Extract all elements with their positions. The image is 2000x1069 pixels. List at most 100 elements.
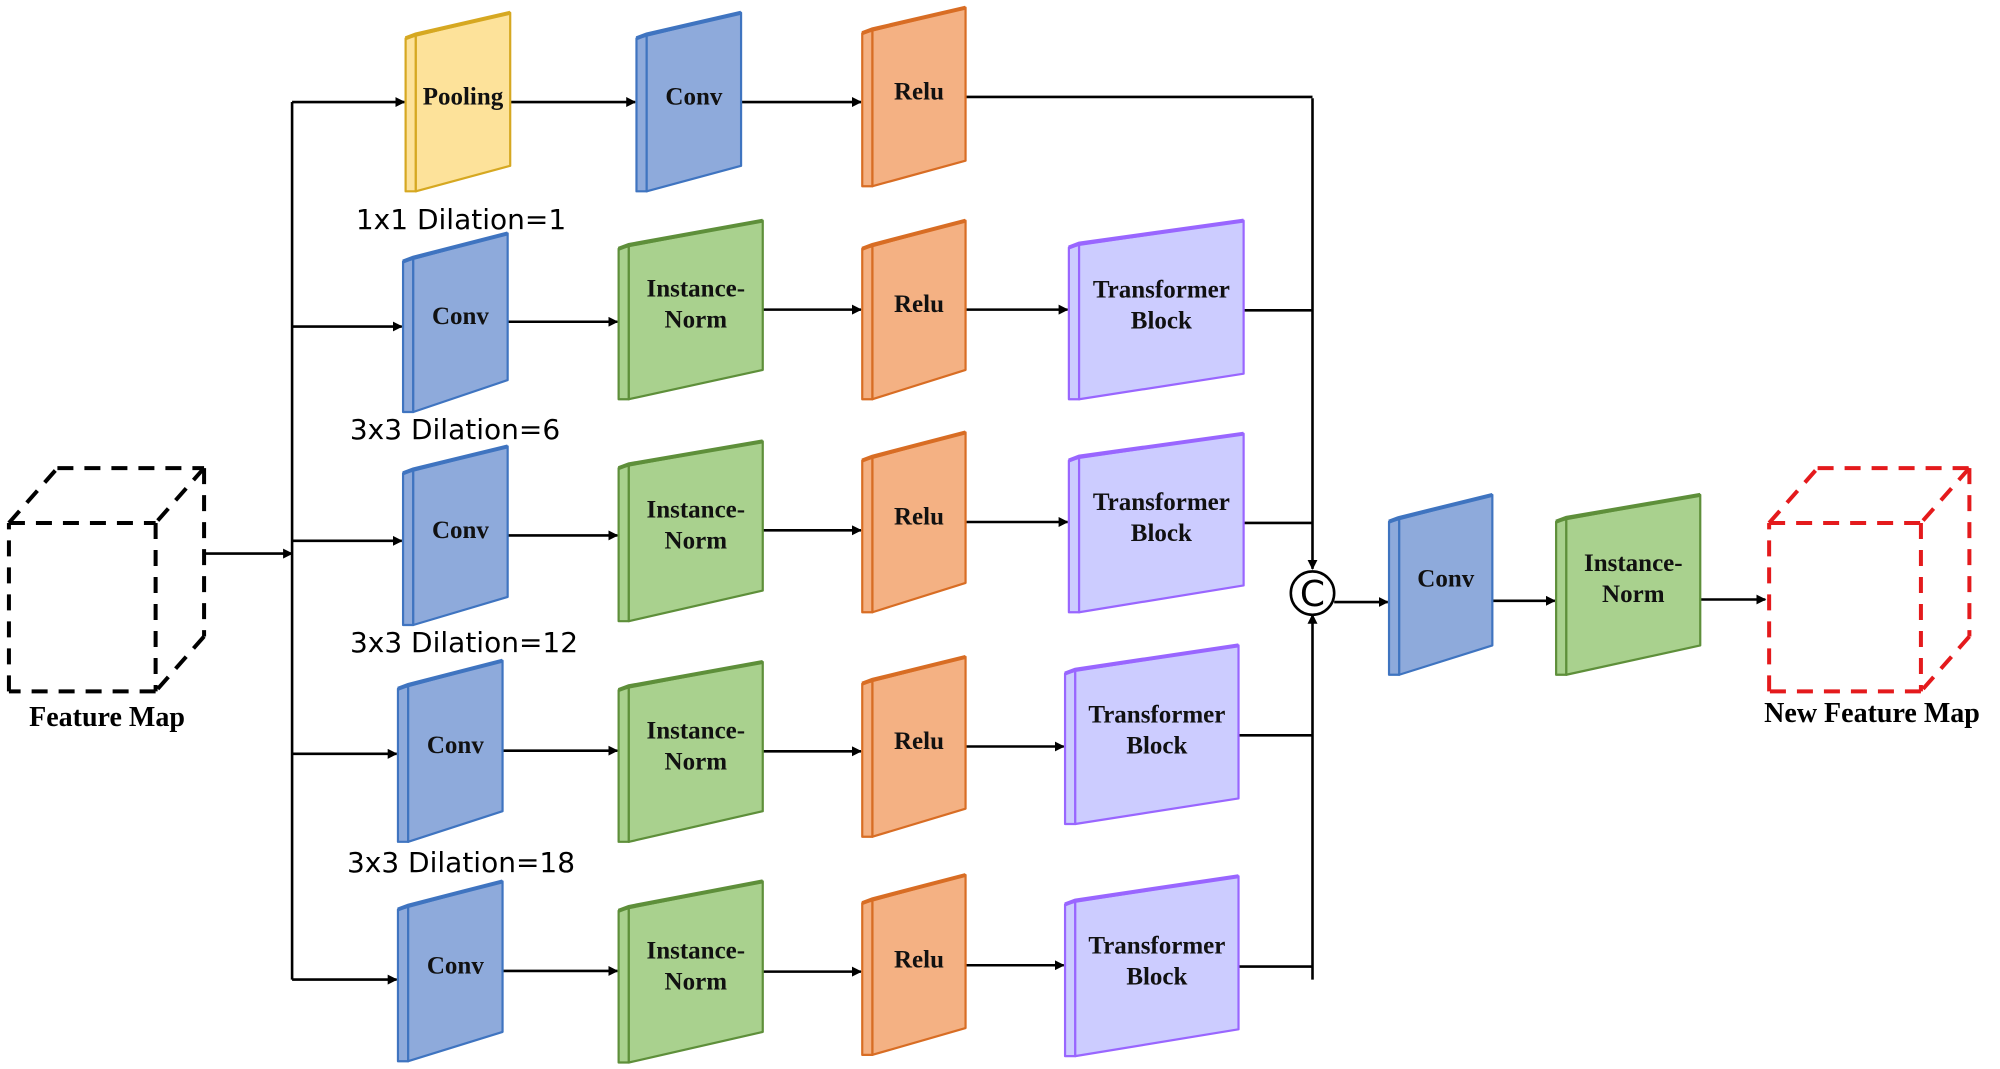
concat-node: C [1289,570,1336,617]
branch-4-relu-block-top-edge [861,654,967,686]
branch-1-conv-block-label: Conv [665,84,722,111]
branch-1-pooling-block-top-edge [404,10,511,41]
branch-3-transformer-block-side [1067,456,1081,614]
branch-2-relu-block: Relu [861,218,967,401]
branch-4-transformer-block-side [1063,669,1077,826]
branch-5-relu-block-label: Relu [894,947,944,974]
branch-5-norm-block-side [617,907,630,1064]
post-norm-block-top-edge [1555,492,1701,524]
branch-4-conv-block-label: Conv [427,732,484,759]
branch-2-conv-block-top-edge [402,231,509,264]
branch-4-transformer-block-label-line1: Transformer [1088,701,1225,728]
branch-2-norm-block-label-line1: Instance- [646,276,745,303]
branch-2-conv-block: Conv [401,231,509,414]
branch-4-conv-block: Conv [396,658,504,843]
branch-1-relu-block-side [861,29,874,188]
branch-3-relu-block: Relu [861,430,967,614]
branch-5-transformer-block-label-line1: Transformer [1088,933,1225,960]
branch-4-relu-block: Relu [861,654,967,838]
branch-3-conv-block: Conv [401,444,509,627]
post-norm-block-label-line1: Instance- [1584,550,1683,577]
branch-3-relu-block-side [861,456,874,614]
branch-5-conv-block: Conv [396,879,504,1063]
branch-1-pooling-block-side [404,34,417,193]
branch-4-norm-block-label-line2: Norm [665,748,728,775]
branch-5-transformer-block-top-edge [1064,874,1239,907]
branch-2-transformer-block-top-edge [1068,218,1244,250]
branch-4-transformer-block-label-line2: Block [1126,732,1187,759]
branch-3-norm-block-label-line1: Instance- [646,496,745,523]
input-feature-map-cube [6,466,207,694]
branch-4-norm-block-top-edge [617,660,764,692]
branch-1-pooling-block-label: Pooling [423,84,504,111]
branch-4-norm-block: Instance- Norm [617,660,764,843]
output-feature-map-label: New Feature Map [1764,698,1980,729]
concat-circle [1289,570,1336,617]
branch-4-conv-block-side [396,685,410,843]
post-conv-block-top-edge [1388,492,1493,524]
branch-1-pooling-block: Pooling [404,10,512,193]
branch-2-relu-block-label: Relu [894,291,944,318]
branch-5-norm-block-top-edge [617,879,764,913]
input-feature-map-cube-edge [154,466,206,525]
branch-3-transformer-block-top-edge [1068,431,1244,463]
branch-1-relu-block-top-edge [861,5,967,36]
branch-5-conv-block-side [396,905,410,1063]
branch-3-relu-block-top-edge [861,430,967,463]
branch-3-norm-block-side [617,464,630,623]
input-feature-map-label: Feature Map [29,702,185,733]
branch-5-norm-block-label-line2: Norm [665,969,728,996]
branch-2-transformer-block-side [1067,243,1081,401]
dilation-label-3: 3x3 Dilation=12 [350,626,578,659]
dilation-label-2: 3x3 Dilation=6 [350,413,560,446]
branch-1-conv-block-side [635,34,648,193]
branch-3-transformer-block-label-line1: Transformer [1093,489,1230,516]
branch-4-norm-block-side [617,686,630,843]
output-feature-map-cube [1767,466,1972,694]
post-conv-block-label: Conv [1417,566,1474,593]
branch-2-norm-block-top-edge [617,218,764,251]
branch-5-transformer-block-side [1063,900,1077,1058]
branch-4-relu-block-side [861,680,874,838]
branch-1-conv-block: Conv [635,10,743,193]
branch-3-relu-block-label: Relu [894,504,944,531]
branch-5-conv-block-label: Conv [427,952,484,979]
branch-5-relu-block: Relu [861,873,967,1056]
post-norm-block-side [1555,518,1568,676]
branch-3-conv-block-side [401,469,415,627]
branch-3-norm-block-label-line2: Norm [665,527,728,554]
branch-5-relu-block-top-edge [861,873,967,905]
branch-5-transformer-block-label-line2: Block [1126,964,1187,991]
branch-1-conv-block-top-edge [635,10,742,41]
connection-lines [205,95,1767,985]
branch-5-norm-block-label-line1: Instance- [646,938,745,965]
branch-1-relu-block-label: Relu [894,78,944,105]
branch-3-conv-block-label: Conv [432,517,489,544]
input-feature-map-cube-edge [7,466,59,525]
branch-4-relu-block-label: Relu [894,728,944,755]
output-feature-map-cube-edge [1767,466,1820,525]
labels-layer: Feature Map New Feature Map 1x1 Dilation… [29,203,1980,879]
dilation-label-1: 1x1 Dilation=1 [356,203,566,236]
branch-4-conv-block-top-edge [397,658,504,691]
branch-4-norm-block-label-line1: Instance- [646,717,745,744]
post-conv-block-side [1387,518,1401,676]
post-norm-block: Instance-Norm [1555,492,1702,676]
branch-2-norm-block: Instance-Norm [617,218,764,401]
branch-1-relu-block: Relu [861,5,967,188]
branch-3-conv-block-top-edge [402,444,509,476]
output-feature-map-cube-edge [1919,635,1971,693]
branch-4-transformer-block-top-edge [1064,643,1239,676]
branch-5-relu-block-side [861,899,874,1056]
branch-2-transformer-block-label-line1: Transformer [1093,276,1230,303]
branch-2-conv-block-label: Conv [432,303,489,330]
post-conv-block: Conv [1387,492,1494,676]
branch-5-norm-block: Instance- Norm [617,879,764,1064]
branch-2-transformer-block-label-line2: Block [1131,307,1192,334]
